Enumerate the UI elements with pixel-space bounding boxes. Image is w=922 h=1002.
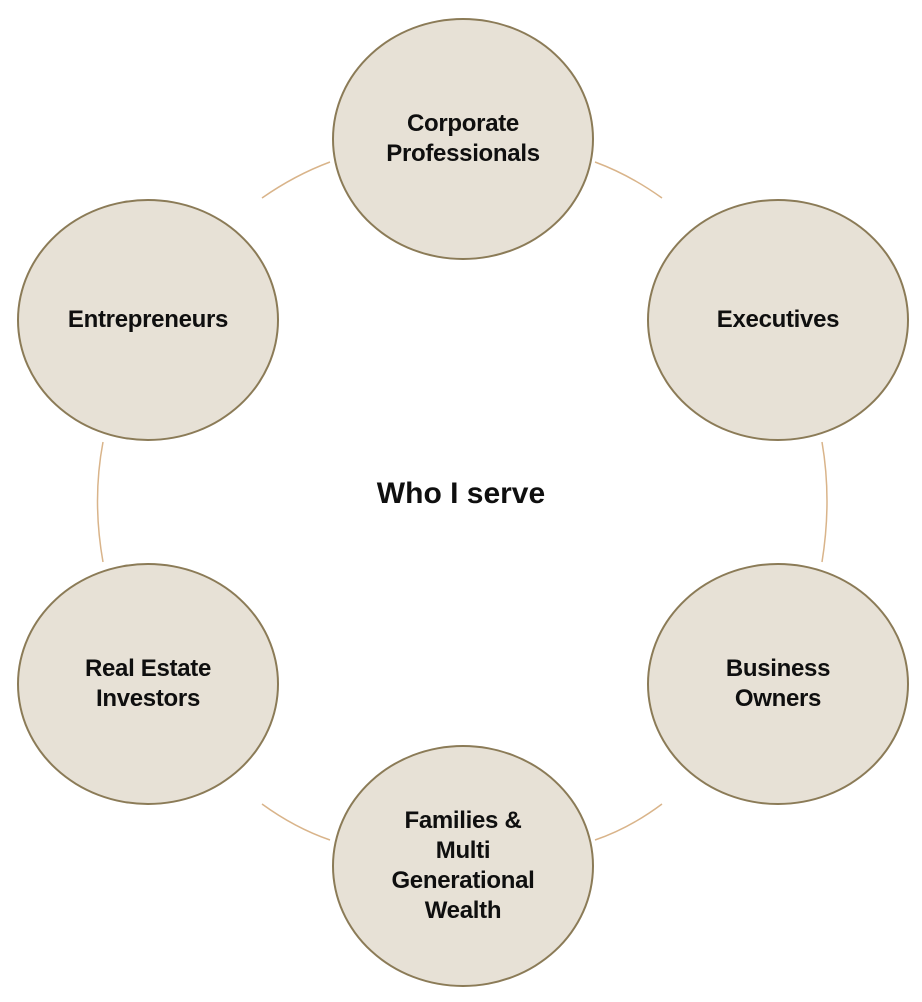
connector-arc-bottom-right	[594, 803, 663, 841]
node-label: Entrepreneurs	[67, 306, 229, 333]
node-real-estate-investors: Real Estate Investors	[17, 563, 279, 805]
node-business-owners: Business Owners	[647, 563, 909, 805]
node-label: Real Estate Investors	[84, 655, 212, 712]
node-label: Corporate Professionals	[386, 110, 540, 167]
node-entrepreneurs: Entrepreneurs	[17, 199, 279, 441]
connector-arc-bottom-left	[261, 803, 331, 841]
node-label: Families & Multi Generational Wealth	[391, 807, 535, 924]
connector-arc-right	[821, 441, 828, 563]
node-families-multi-generational-wealth: Families & Multi Generational Wealth	[332, 745, 594, 987]
connector-arc-top-right	[594, 161, 663, 199]
node-label: Executives	[716, 306, 840, 333]
connector-arc-left	[96, 441, 104, 563]
center-title: Who I serve	[376, 477, 546, 510]
connector-arc-top-left	[261, 161, 331, 199]
node-executives: Executives	[647, 199, 909, 441]
node-label: Business Owners	[725, 655, 831, 712]
node-corporate-professionals: Corporate Professionals	[332, 18, 594, 260]
